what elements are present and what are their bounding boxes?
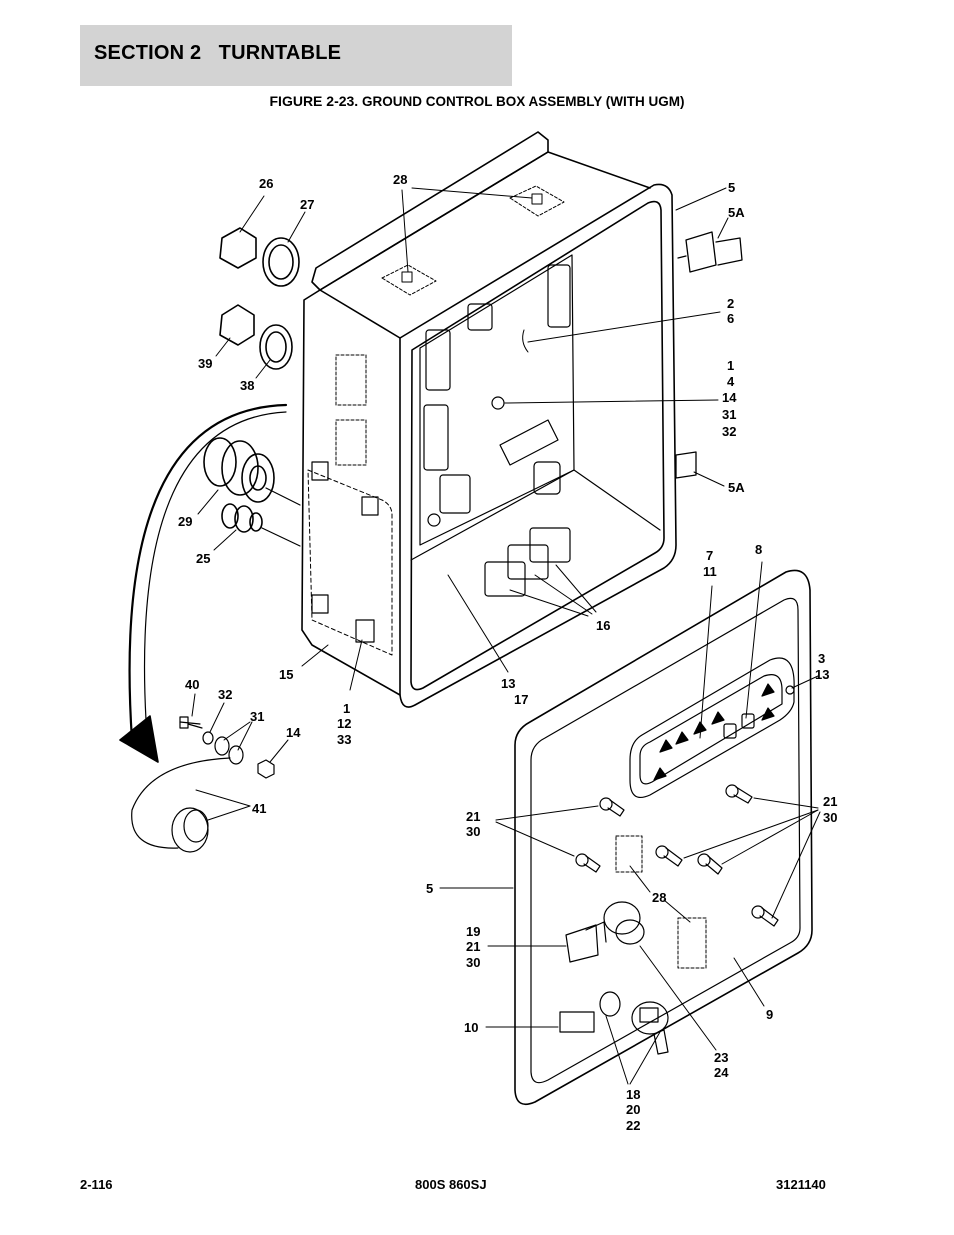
callout: 26 <box>259 176 273 191</box>
callout: 5 <box>728 180 735 195</box>
callout: 29 <box>178 514 192 529</box>
ground-hardware <box>179 716 275 779</box>
callout: 23 <box>714 1050 728 1065</box>
control-box-housing <box>301 131 677 708</box>
callout: 32 <box>722 424 736 439</box>
callout: 7 <box>706 548 713 563</box>
callout: 27 <box>300 197 314 212</box>
side-bracket-group <box>307 469 393 656</box>
callout: 5A <box>728 480 745 495</box>
callout: 24 <box>714 1065 729 1080</box>
figure-title: FIGURE 2-23. GROUND CONTROL BOX ASSEMBLY… <box>0 93 954 109</box>
plug-top-left <box>381 264 437 296</box>
callout: 33 <box>337 732 351 747</box>
callout: 28 <box>652 890 666 905</box>
document-number: 3121140 <box>776 1177 826 1192</box>
callout: 31 <box>250 709 264 724</box>
callout: 1 <box>343 701 350 716</box>
decal-10 <box>559 1011 595 1033</box>
callout: 15 <box>279 667 293 682</box>
figure-caption: GROUND CONTROL BOX ASSEMBLY (WITH UGM) <box>361 94 685 109</box>
callout: 32 <box>218 687 232 702</box>
callout: 11 <box>703 564 717 579</box>
callout: 39 <box>198 356 212 371</box>
callout: 30 <box>823 810 837 825</box>
callout: 28 <box>393 172 407 187</box>
callout: 16 <box>596 618 610 633</box>
side-plug-2 <box>335 419 367 466</box>
callout: 14 <box>722 390 737 405</box>
assembly-arrow <box>119 403 288 763</box>
plug-top-right <box>509 185 565 217</box>
callout: 20 <box>626 1102 640 1117</box>
ugm-display <box>629 657 795 799</box>
latch-lower <box>675 451 697 479</box>
cable-gland-25 <box>221 503 263 533</box>
internal-connectors <box>423 264 571 527</box>
callout: 31 <box>722 407 736 422</box>
callout: 40 <box>185 677 199 692</box>
callout: 3 <box>818 651 825 666</box>
cable-gland-29 <box>203 437 275 503</box>
callout: 21 <box>466 939 480 954</box>
callout: 1 <box>727 358 734 373</box>
callout: 18 <box>626 1087 640 1102</box>
figure-number: FIGURE 2-23. <box>269 93 359 109</box>
relays <box>484 527 571 597</box>
section-header: SECTION 2 TURNTABLE <box>80 25 512 86</box>
callout: 5 <box>426 881 433 896</box>
page-number: 2-116 <box>80 1177 113 1192</box>
callout: 30 <box>466 955 480 970</box>
callout-labels: 26 27 28 5 5A 2 6 1 4 14 31 32 39 38 29 … <box>178 172 837 1133</box>
washer-38 <box>259 324 293 370</box>
nut-39 <box>219 304 255 346</box>
callout: 30 <box>466 824 480 839</box>
callout: 13 <box>501 676 515 691</box>
callout: 2 <box>727 296 734 311</box>
callout: 10 <box>464 1020 478 1035</box>
callout: 4 <box>727 374 735 389</box>
model-number: 800S 860SJ <box>415 1177 487 1192</box>
callout: 5A <box>728 205 745 220</box>
side-plug-1 <box>335 354 367 406</box>
callout: 21 <box>823 794 837 809</box>
selector-switch <box>565 921 607 963</box>
callout: 12 <box>337 716 351 731</box>
callout: 9 <box>766 1007 773 1022</box>
callout: 8 <box>755 542 762 557</box>
callout: 41 <box>252 801 266 816</box>
callout: 21 <box>466 809 480 824</box>
cable-harness-41 <box>131 757 231 853</box>
washer-27 <box>262 237 300 287</box>
key-switch <box>599 991 669 1055</box>
callout: 25 <box>196 551 210 566</box>
callout: 17 <box>514 692 528 707</box>
cover-plug-1 <box>615 835 643 873</box>
toggle-switches <box>575 784 779 927</box>
callout: 13 <box>815 667 829 682</box>
callout: 22 <box>626 1118 640 1133</box>
callout: 19 <box>466 924 480 939</box>
leader-lines <box>191 187 821 1085</box>
nut-26 <box>219 227 257 269</box>
callout: 14 <box>286 725 301 740</box>
latch-upper <box>677 231 743 273</box>
cover-plug-2 <box>677 917 707 969</box>
front-cover <box>514 569 813 1106</box>
callout: 6 <box>727 311 734 326</box>
callout: 38 <box>240 378 254 393</box>
emergency-stop <box>603 901 645 945</box>
section-title: SECTION 2 TURNTABLE <box>94 42 342 64</box>
